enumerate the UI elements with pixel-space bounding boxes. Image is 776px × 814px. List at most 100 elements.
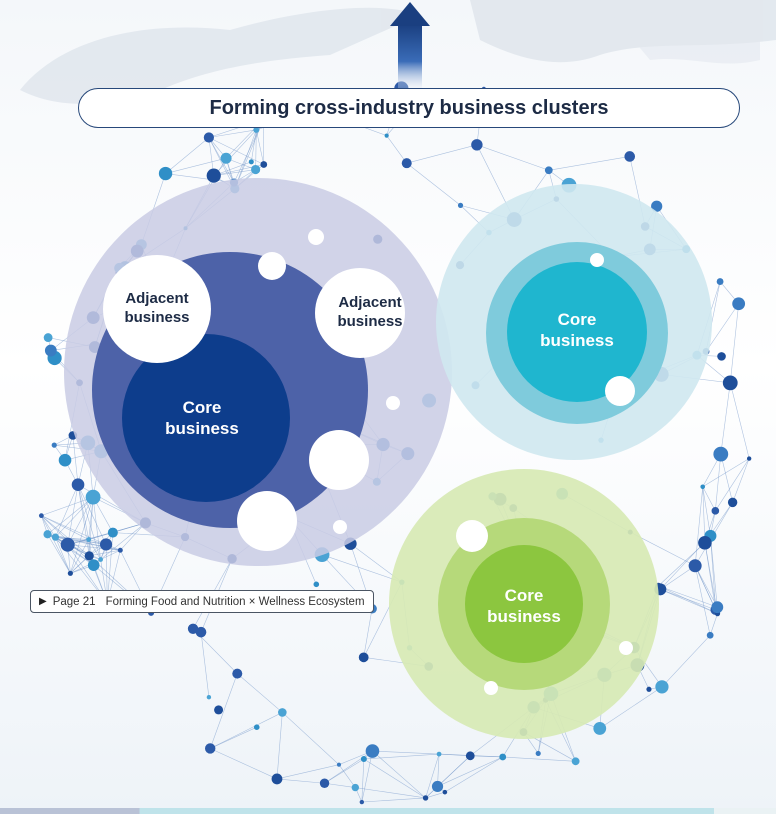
network-node [271, 773, 283, 785]
network-node [313, 581, 320, 588]
cluster-left-adjacent-right [315, 268, 405, 358]
network-link [70, 539, 89, 574]
network-link [372, 750, 440, 755]
network-node [593, 722, 607, 735]
network-node [717, 352, 726, 361]
network-link [77, 484, 90, 556]
network-node [688, 559, 702, 573]
network-link [694, 486, 704, 566]
network-node [360, 756, 367, 763]
network-link [694, 565, 718, 608]
network-link [386, 135, 407, 164]
network-node [422, 795, 429, 801]
network-link [55, 536, 89, 540]
cluster-left [64, 178, 452, 566]
network-link [89, 549, 121, 557]
network-link [425, 754, 440, 799]
network-node [465, 751, 475, 761]
network-link [363, 753, 440, 760]
network-node [431, 780, 444, 793]
network-link [234, 129, 257, 189]
network-node [44, 344, 57, 357]
network-link [213, 129, 257, 176]
network-node [253, 126, 260, 133]
bottom-accent-bar [0, 808, 776, 814]
network-node [351, 783, 360, 792]
cluster-bottom-core [465, 545, 583, 663]
core-business-label-bottom: Core business [487, 585, 561, 626]
cluster-title: Forming cross-industry business clusters [209, 96, 609, 119]
cluster-bottom [389, 469, 659, 739]
network-node [727, 497, 738, 508]
cluster-title-banner: Forming cross-industry business clusters [78, 88, 740, 128]
network-node [624, 151, 636, 162]
network-link [276, 764, 340, 780]
network-node [716, 278, 724, 285]
page-reference-text: Forming Food and Nutrition × Wellness Ec… [105, 595, 365, 608]
network-node [253, 724, 260, 730]
network-link [355, 787, 426, 799]
network-link [165, 173, 235, 183]
network-link [720, 454, 733, 503]
network-link [437, 756, 503, 787]
network-node [471, 139, 483, 151]
network-node [358, 652, 369, 663]
network-link [720, 382, 731, 455]
network-node [732, 297, 746, 311]
network-link [702, 458, 750, 488]
network-link [710, 535, 718, 608]
network-link [715, 458, 750, 512]
network-node [86, 537, 92, 542]
network-link [92, 497, 101, 560]
network-node [711, 601, 724, 614]
network-node [711, 507, 720, 515]
network-node [319, 778, 330, 788]
arrow-up-icon [390, 2, 430, 92]
network-link [88, 539, 101, 560]
network-link [251, 129, 257, 162]
network-link [437, 755, 471, 787]
network-node [195, 626, 207, 638]
network-node [220, 152, 232, 164]
network-link [55, 496, 94, 538]
network-link [210, 712, 283, 749]
network-link [41, 515, 71, 574]
core-business-label-left: Core business [165, 397, 239, 438]
network-node [99, 538, 113, 551]
network-node [43, 530, 52, 539]
network-node [232, 668, 243, 679]
network-node [117, 547, 123, 553]
network-node [442, 789, 448, 795]
network-node [98, 557, 104, 562]
network-node [60, 537, 75, 552]
network-link [55, 484, 79, 538]
network-node [248, 159, 254, 165]
network-link [548, 156, 630, 171]
network-node [499, 753, 507, 761]
network-node [384, 133, 389, 138]
network-link [237, 673, 283, 713]
network-link [41, 515, 107, 545]
network-node [203, 132, 214, 143]
page-reference-link[interactable]: ▶ Page 21 Forming Food and Nutrition × W… [30, 590, 374, 613]
network-node [158, 166, 173, 181]
network-node [700, 484, 706, 490]
network-link [41, 515, 90, 557]
network-node [713, 446, 729, 462]
network-link [55, 537, 71, 574]
network-link [732, 458, 750, 503]
network-node [206, 694, 212, 700]
network-link [729, 382, 750, 459]
core-business-label-right: Core business [540, 309, 614, 350]
network-node [51, 533, 60, 541]
network-link [599, 686, 663, 729]
network-node [38, 513, 44, 519]
network-node [214, 705, 224, 715]
network-node [187, 623, 199, 634]
network-node [278, 708, 287, 717]
network-node [85, 489, 101, 505]
network-node [365, 744, 380, 758]
network-link [321, 554, 402, 583]
network-node [67, 570, 73, 576]
network-node [436, 751, 442, 757]
